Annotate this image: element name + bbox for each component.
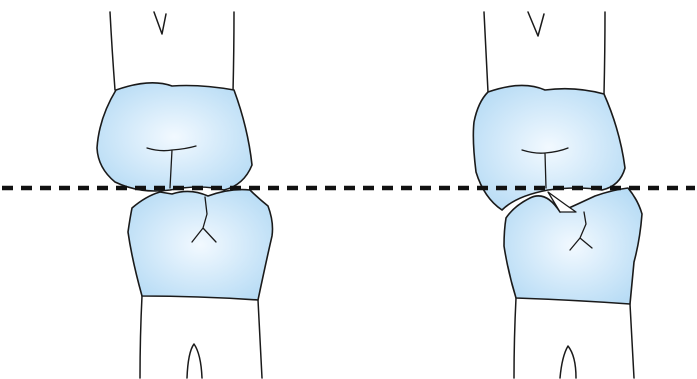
left-lower-root-canal-icon (187, 344, 202, 378)
right-lower-root-canal-icon (560, 346, 576, 378)
right-panel (473, 12, 642, 378)
right-upper-root-canal-icon (528, 12, 544, 36)
left-lower-crown (128, 190, 273, 300)
right-upper-crown (473, 85, 625, 210)
left-panel (97, 12, 273, 378)
left-upper-root-canal-icon (154, 12, 166, 34)
right-upper-root (484, 12, 605, 94)
right-lower-root (514, 298, 634, 378)
left-upper-root (110, 12, 234, 92)
left-upper-crown (97, 83, 252, 191)
left-lower-root (140, 296, 262, 378)
